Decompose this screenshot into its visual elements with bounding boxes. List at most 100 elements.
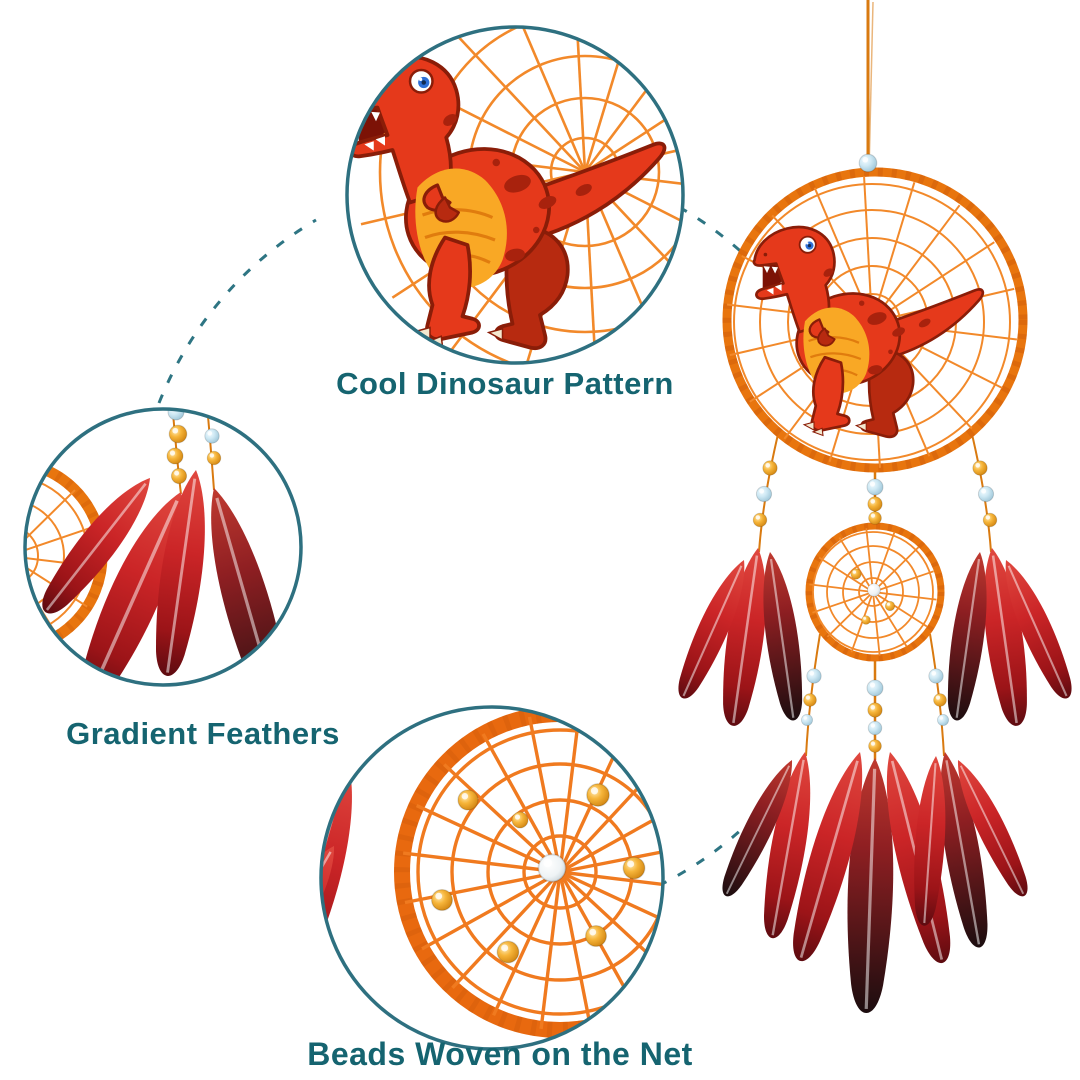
big-hoop — [722, 167, 1028, 473]
bead — [762, 460, 778, 476]
callout-border-feathers — [23, 407, 303, 687]
web-ring — [522, 834, 598, 910]
bead — [867, 496, 883, 512]
web-spoke — [0, 476, 8, 556]
bead — [982, 512, 998, 528]
web-spoke — [559, 870, 662, 941]
web-ring — [842, 561, 904, 623]
web-spoke — [0, 505, 8, 556]
bead — [752, 512, 768, 528]
web-spoke — [415, 803, 561, 874]
web-spoke — [571, 28, 587, 173]
connector-arc — [678, 205, 750, 260]
web-spoke — [527, 716, 562, 873]
callout-dinosaur-closeup — [348, 28, 682, 362]
callout-beads-closeup — [322, 708, 662, 1048]
web-spoke — [8, 556, 18, 649]
web-ring — [733, 183, 1011, 461]
web-ring — [26, 499, 65, 613]
bead — [867, 720, 883, 736]
web-spoke — [559, 793, 662, 874]
web-spoke — [559, 870, 662, 893]
bead — [937, 714, 949, 726]
bead — [206, 450, 222, 466]
web-spoke — [26, 524, 98, 557]
bead — [866, 679, 884, 697]
bead — [803, 693, 817, 707]
web-ring — [378, 28, 682, 362]
web-spoke — [493, 28, 587, 173]
bead — [928, 668, 944, 684]
web-spoke — [871, 204, 961, 323]
feature-label-gradient-feathers: Gradient Feathers — [66, 716, 340, 751]
dreamcatcher-illustration — [667, 0, 1080, 1014]
web-spoke — [872, 591, 908, 647]
web-ring — [26, 525, 39, 587]
bead — [537, 853, 567, 883]
bead — [867, 583, 881, 597]
web-spoke — [818, 556, 874, 593]
small-hoop-wrap — [805, 522, 945, 662]
bead — [584, 924, 608, 948]
bead — [166, 447, 184, 465]
web-spoke — [558, 871, 593, 1028]
web-spoke — [872, 591, 937, 601]
closeup-net — [402, 714, 662, 1030]
bead — [204, 428, 220, 444]
connector-arc — [157, 218, 317, 404]
feature-label-beads-net: Beads Woven on the Net — [307, 1036, 693, 1072]
web-spoke — [539, 871, 562, 1030]
web-spoke — [872, 570, 934, 593]
bead — [858, 153, 878, 173]
web-spoke — [871, 181, 916, 323]
bead — [430, 888, 454, 912]
bead — [168, 424, 188, 444]
web-spoke — [481, 733, 562, 873]
bead — [850, 568, 862, 580]
web-spoke — [26, 489, 76, 557]
web-ring — [826, 545, 920, 639]
web-ring — [759, 209, 985, 435]
bead — [806, 668, 822, 684]
web-spoke — [0, 556, 8, 644]
bead — [977, 485, 995, 503]
web-spoke — [451, 870, 562, 989]
web-ring — [812, 531, 934, 653]
web-spoke — [826, 591, 874, 638]
bead — [457, 789, 479, 811]
web-ring — [450, 762, 662, 982]
bead — [861, 615, 871, 625]
web-spoke — [559, 839, 662, 874]
callout-border-beads — [319, 705, 665, 1051]
web-spoke — [0, 556, 8, 622]
callout-border-dinosaur — [345, 25, 685, 365]
bead — [755, 485, 773, 503]
connector-arc — [661, 799, 772, 886]
small-hoop-web — [809, 528, 937, 656]
web-spoke — [872, 591, 881, 656]
bead — [868, 739, 882, 753]
big-hoop-wrap — [722, 167, 1028, 473]
web-spoke — [421, 870, 561, 951]
web-spoke — [872, 591, 928, 628]
web-spoke — [838, 537, 874, 593]
web-spoke — [812, 591, 874, 614]
product-feathers — [667, 543, 1080, 1013]
web-spoke — [809, 583, 874, 593]
web-spoke — [0, 463, 8, 556]
web-spoke — [865, 528, 874, 593]
bead — [866, 478, 884, 496]
feature-label-dinosaur-pattern: Cool Dinosaur Pattern — [336, 366, 674, 401]
bead — [972, 460, 988, 476]
web-spoke — [558, 714, 581, 873]
bead — [586, 783, 610, 807]
bead — [622, 856, 646, 880]
bead — [801, 714, 813, 726]
bead — [496, 940, 520, 964]
bead — [511, 811, 529, 829]
web-ring — [416, 728, 662, 1016]
web-spoke — [402, 851, 561, 874]
bead — [867, 702, 883, 718]
